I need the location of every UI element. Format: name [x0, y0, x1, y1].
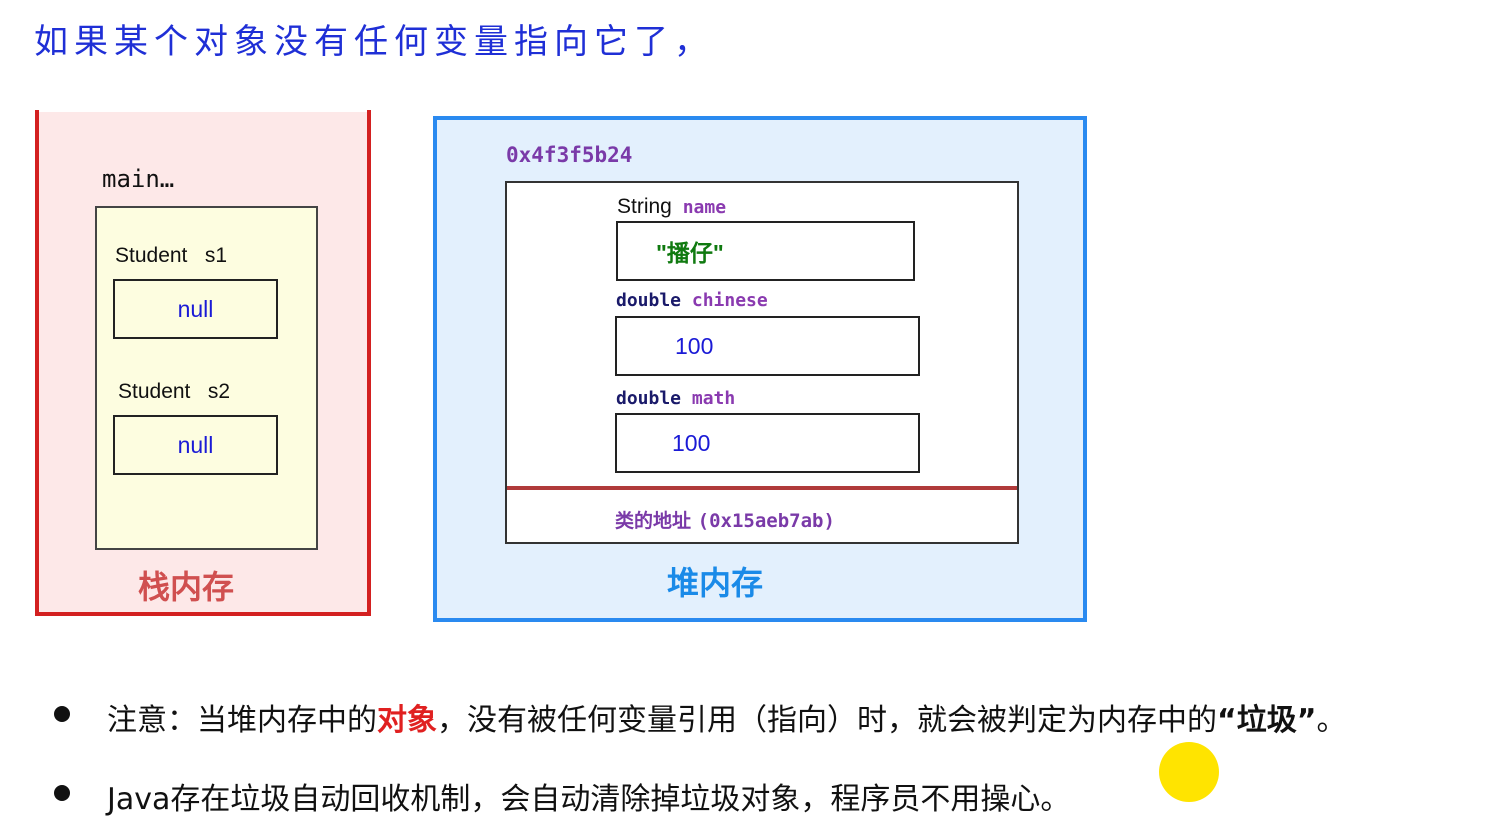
stack-border-top-left — [35, 110, 39, 116]
object-address: 0x4f3f5b24 — [506, 143, 633, 167]
field-math-value: 100 — [615, 413, 920, 473]
heap-memory-label: 堆内存 — [667, 564, 764, 602]
class-address: 类的地址 (0x15aeb7ab) — [615, 510, 835, 532]
variable-s2-value: null — [113, 415, 278, 475]
bullet-icon — [54, 706, 70, 722]
field-chinese-value: 100 — [615, 316, 920, 376]
stack-border-top-right — [367, 110, 371, 116]
field-name-value: "播仔" — [616, 221, 915, 281]
field-chinese-label: double chinese — [616, 290, 768, 311]
cursor-highlight-icon — [1159, 742, 1219, 802]
note-garbage-collection: Java存在垃圾自动回收机制，会自动清除掉垃圾对象，程序员不用操心。 — [107, 782, 1071, 817]
variable-s1-value: null — [113, 279, 278, 339]
note-garbage-definition: 注意：当堆内存中的对象，没有被任何变量引用（指向）时，就会被判定为内存中的“垃圾… — [107, 703, 1347, 738]
stack-memory-label: 栈内存 — [138, 568, 235, 606]
page-title: 如果某个对象没有任何变量指向它了， — [34, 22, 714, 62]
bullet-icon — [54, 785, 70, 801]
variable-s1-label: Student s1 — [115, 244, 228, 267]
field-math-label: double math — [616, 388, 736, 409]
field-name-label: String name — [617, 195, 727, 218]
object-divider — [507, 486, 1017, 490]
variable-s2-label: Student s2 — [118, 380, 231, 403]
main-method-label: main… — [102, 165, 175, 193]
main-stack-frame — [95, 206, 318, 550]
